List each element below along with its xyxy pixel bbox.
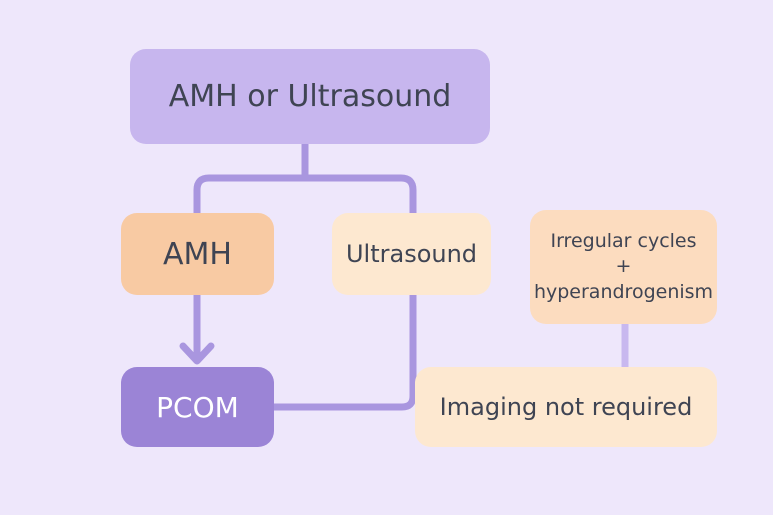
- node-imaging-not-required-label: Imaging not required: [439, 393, 693, 421]
- node-amh-or-ultrasound: AMH or Ultrasound: [130, 49, 490, 144]
- node-imaging-not-required: Imaging not required: [415, 367, 717, 447]
- node-criteria-line3: hyperandrogenism: [533, 280, 714, 303]
- node-criteria: Irregular cycles + hyperandrogenism: [530, 210, 717, 324]
- node-criteria-line1: Irregular cycles: [550, 229, 697, 252]
- arrowhead-amh-to-pcom: [179, 342, 215, 365]
- node-criteria-line2: +: [615, 255, 632, 278]
- node-ultrasound-label: Ultrasound: [345, 240, 478, 268]
- connector-split-bar: [193, 174, 417, 217]
- node-ultrasound: Ultrasound: [332, 213, 491, 295]
- node-amh-label: AMH: [163, 236, 232, 272]
- node-amh-or-ultrasound-label: AMH or Ultrasound: [168, 79, 452, 114]
- node-amh: AMH: [121, 213, 274, 295]
- node-pcom-label: PCOM: [156, 390, 239, 424]
- node-pcom: PCOM: [121, 367, 274, 447]
- connector-ultrasound-to-pcom: [270, 291, 417, 411]
